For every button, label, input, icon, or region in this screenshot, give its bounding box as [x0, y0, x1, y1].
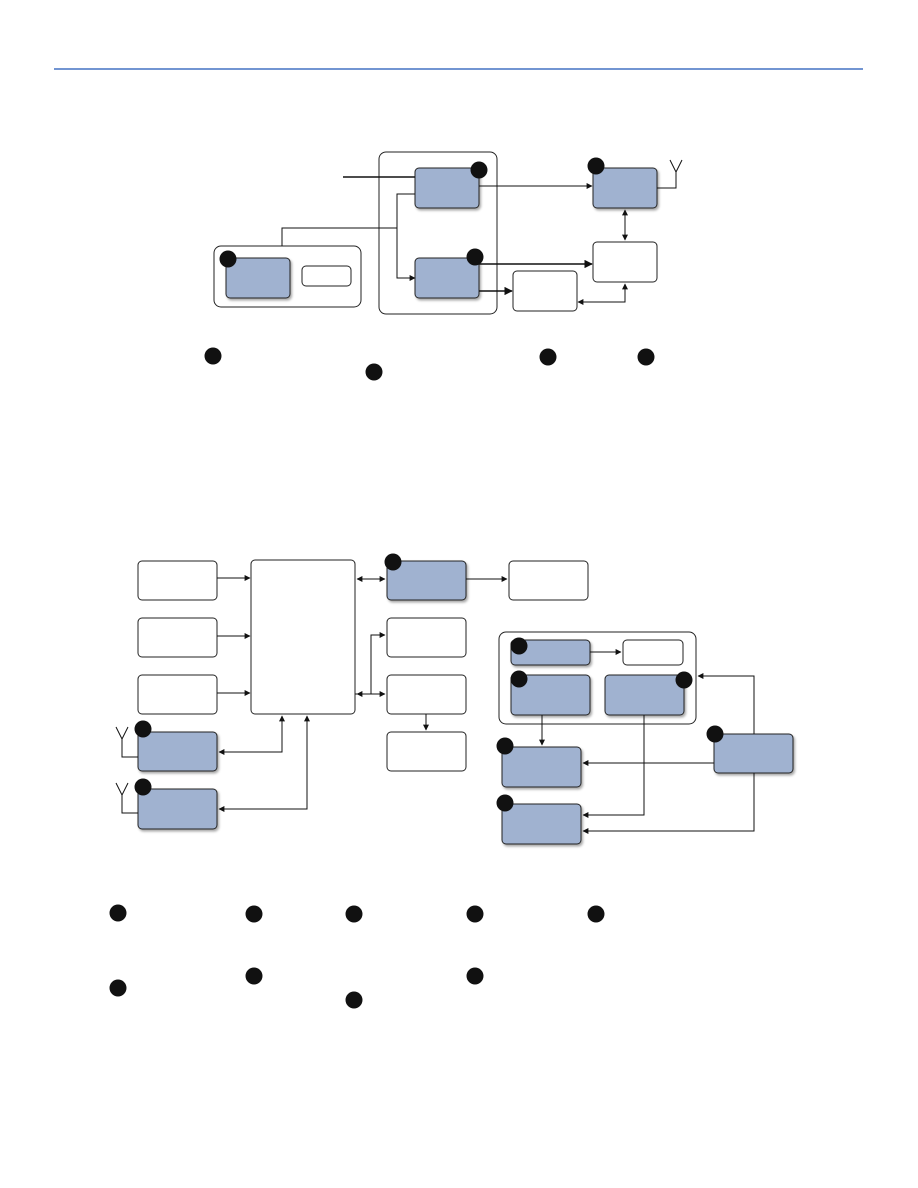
top-diagram — [204, 151, 683, 381]
bottom-legend-marker-8 — [345, 991, 363, 1009]
bottom-plain-block-3 — [137, 674, 218, 715]
top-plain-block-1 — [301, 265, 352, 287]
bottom-highlight-block-9 — [713, 733, 794, 774]
bottom-highlight-block-6 — [604, 674, 685, 716]
top-highlight-block-4 — [592, 167, 658, 209]
bottom-legend-marker-9 — [466, 967, 484, 985]
bottom-badge-1 — [384, 553, 402, 571]
top-connectors — [281, 176, 628, 305]
bottom-plain-block-4 — [508, 560, 589, 601]
top-badge-2 — [219, 250, 237, 268]
bottom-highlight-block-3 — [386, 560, 467, 601]
bottom-plain-block-1 — [137, 560, 218, 601]
antenna-icon — [115, 782, 138, 814]
top-legend-marker-3 — [539, 348, 557, 366]
bottom-legend-marker-6 — [109, 979, 127, 997]
bottom-badge-8 — [496, 794, 514, 812]
top-legend-marker-2 — [365, 363, 383, 381]
bottom-badge-3 — [134, 778, 152, 796]
bottom-badge-6 — [675, 671, 693, 689]
bottom-legend-marker-3 — [345, 905, 363, 923]
top-legend-marker-4 — [637, 348, 655, 366]
bottom-highlight-block-8 — [501, 803, 582, 845]
bottom-legend-marker-2 — [245, 905, 263, 923]
top-badge-4 — [587, 157, 605, 175]
bottom-legend-marker-7 — [245, 967, 263, 985]
bottom-plain-block-7 — [386, 731, 467, 772]
top-highlight-block-3 — [414, 257, 480, 299]
top-plain-block-3 — [512, 270, 578, 312]
bottom-highlight-block-5 — [510, 674, 591, 716]
top-highlight-block-1 — [414, 167, 480, 209]
bottom-badge-9 — [706, 725, 724, 743]
bottom-highlight-block-2 — [137, 788, 218, 830]
bottom-highlight-block-7 — [501, 746, 582, 788]
bottom-legend-marker-4 — [466, 905, 484, 923]
bottom-legend-marker-5 — [587, 905, 605, 923]
bottom-connectors — [217, 575, 755, 834]
bottom-central-block — [250, 559, 356, 715]
top-plain-block-2 — [592, 241, 658, 283]
bottom-plain-block-5 — [386, 617, 467, 658]
antenna-icon — [115, 726, 138, 758]
top-highlight-block-2 — [225, 257, 291, 299]
top-badge-3 — [466, 248, 484, 266]
top-badge-1 — [470, 161, 488, 179]
top-container-left — [213, 245, 362, 308]
bottom-diagram — [109, 553, 794, 1009]
bottom-badge-2 — [134, 720, 152, 738]
bottom-container-right — [498, 631, 697, 725]
bottom-highlight-block-1 — [137, 731, 218, 772]
antenna-icon — [657, 159, 683, 189]
bottom-badge-4 — [510, 637, 528, 655]
top-legend-marker-1 — [204, 347, 222, 365]
top-container-center — [378, 151, 498, 315]
bottom-badge-5 — [510, 670, 528, 688]
bottom-plain-block-8 — [622, 639, 684, 666]
bottom-badge-7 — [496, 737, 514, 755]
bottom-legend-marker-1 — [109, 904, 127, 922]
bottom-plain-block-6 — [386, 674, 467, 715]
bottom-plain-block-2 — [137, 617, 218, 658]
